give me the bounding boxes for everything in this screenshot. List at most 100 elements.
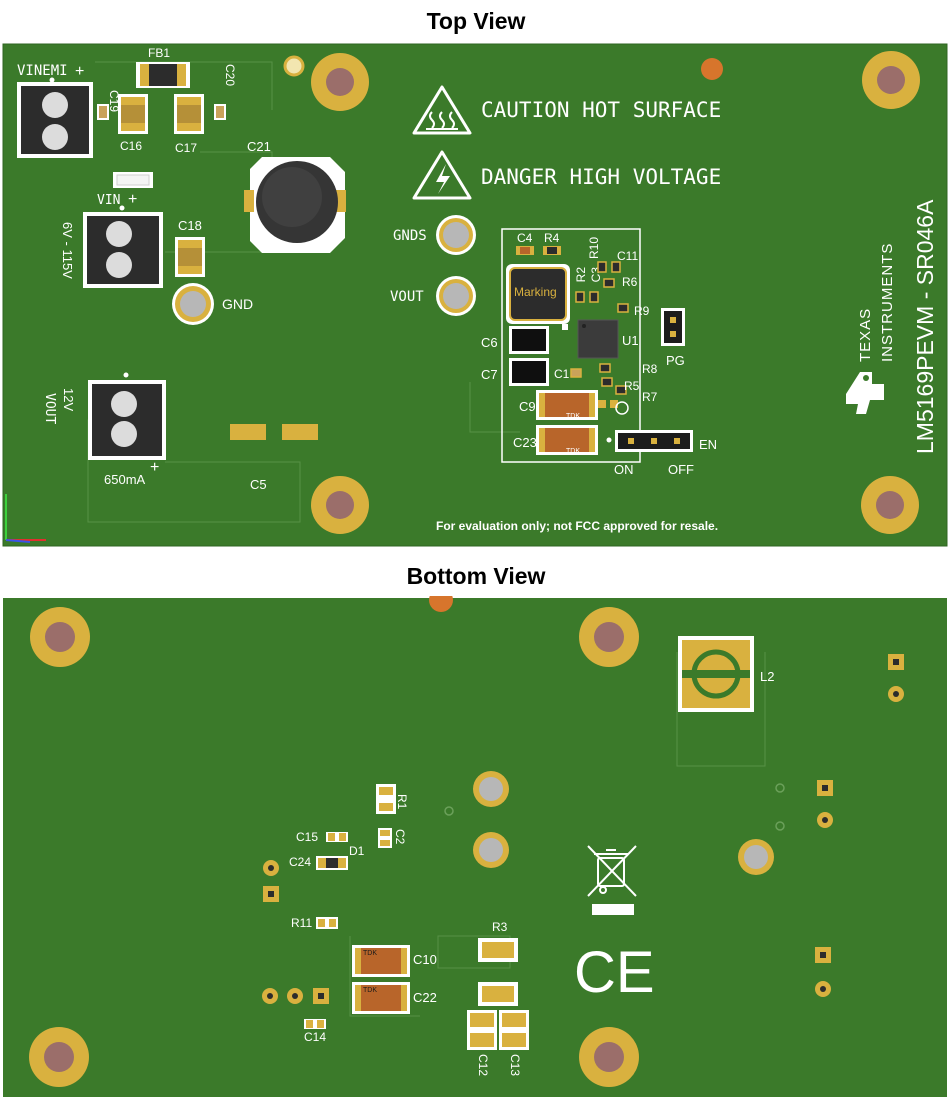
capacitor-c22 — [352, 982, 410, 1014]
capacitor-c14 — [304, 1019, 326, 1029]
refdes-r6: R6 — [622, 275, 638, 289]
capacitor-c9 — [536, 390, 598, 420]
through-hole-pads — [262, 654, 904, 1004]
refdes-c16: C16 — [120, 139, 142, 153]
refdes-c14: C14 — [304, 1030, 326, 1044]
label-vout-tp: VOUT — [390, 289, 424, 305]
refdes-c13: C13 — [508, 1054, 522, 1076]
resistor-r1 — [376, 784, 396, 814]
refdes-c9: C9 — [519, 399, 536, 414]
danger-text: DANGER HIGH VOLTAGE — [481, 165, 721, 189]
refdes-c12: C12 — [476, 1054, 490, 1076]
label-out-current: 650mA — [104, 472, 146, 487]
testpoint-vout — [436, 276, 476, 316]
weee-bar — [592, 904, 634, 915]
resistor-r11 — [316, 917, 338, 929]
capacitor-c19 — [97, 104, 109, 120]
capacitor-c23 — [536, 425, 598, 455]
mounting-hole — [311, 53, 369, 111]
capacitor-c17 — [174, 94, 204, 134]
caution-text: CAUTION HOT SURFACE — [481, 98, 721, 122]
refdes-l2: L2 — [760, 669, 774, 684]
header-pg[interactable] — [661, 308, 685, 346]
label-out-voltage: 12V — [61, 388, 76, 411]
testpoint-underside — [473, 771, 509, 807]
label-vinemi-plus: + — [75, 63, 84, 80]
fiducial-marker — [701, 58, 723, 80]
header-en[interactable] — [615, 430, 693, 452]
refdes-c17: C17 — [175, 141, 197, 155]
label-pg: PG — [666, 353, 685, 368]
refdes-c18: C18 — [178, 218, 202, 233]
capacitor-c12 — [467, 1010, 497, 1050]
capacitor-c13 — [499, 1010, 529, 1050]
label-gnd: GND — [222, 296, 253, 312]
refdes-c4: C4 — [517, 231, 533, 245]
ti-logo-text-line2: INSTRUMENTS — [879, 243, 896, 362]
refdes-c24: C24 — [289, 855, 311, 869]
refdes-c6: C6 — [481, 335, 498, 350]
label-vinemi: VINEMI — [17, 63, 68, 79]
capacitor-c20 — [214, 104, 226, 120]
top-view-title: Top View — [426, 8, 526, 34]
refdes-r1: R1 — [395, 794, 409, 810]
testpoint-gnds — [436, 215, 476, 255]
mounting-hole — [579, 607, 639, 667]
mounting-hole — [30, 607, 90, 667]
refdes-c10: C10 — [413, 952, 437, 967]
refdes-r2: R2 — [574, 267, 588, 283]
fiducial-marker — [429, 596, 453, 612]
axis-indicator — [5, 494, 46, 543]
label-on: ON — [614, 462, 634, 477]
bottom-view-board: L2 R1 C2 C15 D1 C24 R11 — [3, 596, 947, 1097]
diode-d1 — [316, 856, 348, 870]
refdes-c20: C20 — [223, 64, 237, 86]
testpoint-underside — [473, 832, 509, 868]
capacitor-c2 — [378, 828, 392, 848]
refdes-u1: U1 — [622, 333, 639, 348]
capacitor-c10 — [352, 945, 410, 977]
label-out-name: VOUT — [42, 393, 57, 424]
disclaimer-text: For evaluation only; not FCC approved fo… — [436, 519, 718, 533]
refdes-c15: C15 — [296, 830, 318, 844]
refdes-r3: R3 — [492, 920, 508, 934]
mounting-hole — [311, 476, 369, 534]
label-vin-plus: + — [128, 191, 137, 208]
mounting-hole — [862, 51, 920, 109]
terminal-block-vout — [88, 372, 166, 460]
label-vin-range: 6V - 115V — [60, 222, 75, 279]
tdk-mark-c23: TDK — [566, 448, 580, 455]
refdes-r11: R11 — [291, 916, 312, 930]
inductor-l1 — [506, 264, 570, 324]
refdes-c2: C2 — [393, 829, 407, 845]
refdes-c7: C7 — [481, 367, 498, 382]
capacitor-c16 — [118, 94, 148, 134]
label-en: EN — [699, 437, 717, 452]
refdes-c1: C1 — [554, 367, 570, 381]
refdes-c22: C22 — [413, 990, 437, 1005]
capacitor-c15 — [326, 832, 348, 842]
refdes-c21: C21 — [247, 139, 271, 154]
testpoint-underside — [738, 839, 774, 875]
tdk-mark-c10: TDK — [363, 950, 377, 957]
inductor-marking: Marking — [514, 285, 557, 299]
refdes-c5: C5 — [250, 477, 267, 492]
label-gnds: GNDS — [393, 228, 427, 244]
bottom-view-title: Bottom View — [406, 563, 546, 589]
refdes-r7: R7 — [642, 390, 658, 404]
mounting-hole — [29, 1027, 89, 1087]
refdes-r8: R8 — [642, 362, 658, 376]
capacitor-c18 — [175, 237, 205, 277]
ti-logo-text-line1: TEXAS — [857, 308, 874, 362]
label-vin: VIN — [97, 193, 120, 208]
tdk-mark-c22: TDK — [363, 987, 377, 994]
resistor-r3 — [478, 938, 518, 1006]
converter-outline — [501, 228, 641, 463]
hot-surface-warning-icon — [412, 85, 472, 135]
board-name: LM5169PEVM - SR046A — [912, 199, 938, 454]
terminal-block-vin — [83, 205, 163, 288]
capacitor-c6 — [509, 326, 549, 354]
refdes-r9: R9 — [634, 304, 650, 318]
high-voltage-warning-icon — [412, 150, 472, 200]
refdes-c19: C19 — [107, 90, 121, 112]
